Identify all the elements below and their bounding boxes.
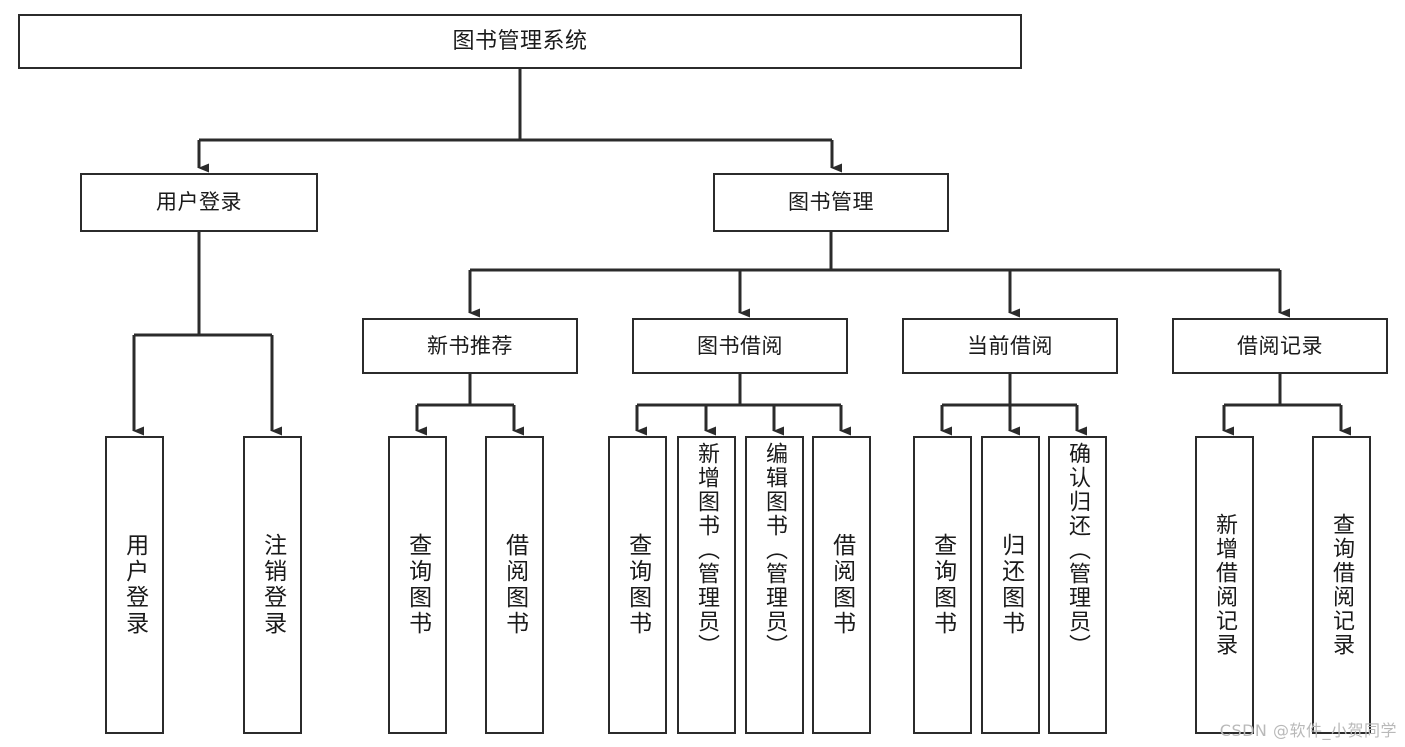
node-label: 新增图书（管理员） <box>694 442 720 658</box>
node-leaf-add-book[interactable]: 新增图书（管理员） <box>677 436 736 734</box>
node-label: 新增借阅记录 <box>1212 513 1238 657</box>
node-leaf-user-login[interactable]: 用户登录 <box>105 436 164 734</box>
node-new-book-recommend[interactable]: 新书推荐 <box>362 318 578 374</box>
node-leaf-add-borrow-record[interactable]: 新增借阅记录 <box>1195 436 1254 734</box>
node-label: 借阅图书 <box>828 533 855 637</box>
watermark-credit: CSDN @软件_小贺同学 <box>1219 721 1397 740</box>
node-root-system[interactable]: 图书管理系统 <box>18 14 1022 69</box>
node-leaf-borrow-book-2[interactable]: 借阅图书 <box>812 436 871 734</box>
node-label: 借阅图书 <box>501 533 528 637</box>
node-label: 归还图书 <box>997 533 1024 637</box>
node-label: 编辑图书（管理员） <box>762 442 788 658</box>
node-label: 图书管理 <box>788 190 874 215</box>
node-leaf-return-book[interactable]: 归还图书 <box>981 436 1040 734</box>
node-label: 用户登录 <box>156 190 242 215</box>
node-borrow-record[interactable]: 借阅记录 <box>1172 318 1388 374</box>
node-label: 查询图书 <box>404 533 431 637</box>
node-user-login[interactable]: 用户登录 <box>80 173 318 232</box>
node-label: 确认归还（管理员） <box>1065 442 1091 658</box>
node-leaf-query-borrow-record[interactable]: 查询借阅记录 <box>1312 436 1371 734</box>
node-label: 借阅记录 <box>1237 333 1323 358</box>
node-label: 查询图书 <box>929 533 956 637</box>
node-leaf-edit-book[interactable]: 编辑图书（管理员） <box>745 436 804 734</box>
node-label: 图书借阅 <box>697 333 783 358</box>
node-leaf-query-book-3[interactable]: 查询图书 <box>913 436 972 734</box>
node-label: 查询借阅记录 <box>1329 513 1355 657</box>
node-current-borrow[interactable]: 当前借阅 <box>902 318 1118 374</box>
node-leaf-confirm-return[interactable]: 确认归还（管理员） <box>1048 436 1107 734</box>
node-book-borrow[interactable]: 图书借阅 <box>632 318 848 374</box>
node-label: 新书推荐 <box>427 333 513 358</box>
node-book-manage[interactable]: 图书管理 <box>713 173 949 232</box>
node-label: 用户登录 <box>121 533 148 637</box>
node-label: 图书管理系统 <box>452 28 588 54</box>
node-label: 查询图书 <box>624 533 651 637</box>
node-leaf-query-book-1[interactable]: 查询图书 <box>388 436 447 734</box>
node-leaf-query-book-2[interactable]: 查询图书 <box>608 436 667 734</box>
node-leaf-borrow-book-1[interactable]: 借阅图书 <box>485 436 544 734</box>
node-label: 当前借阅 <box>967 333 1053 358</box>
node-leaf-logout[interactable]: 注销登录 <box>243 436 302 734</box>
node-label: 注销登录 <box>259 533 286 637</box>
